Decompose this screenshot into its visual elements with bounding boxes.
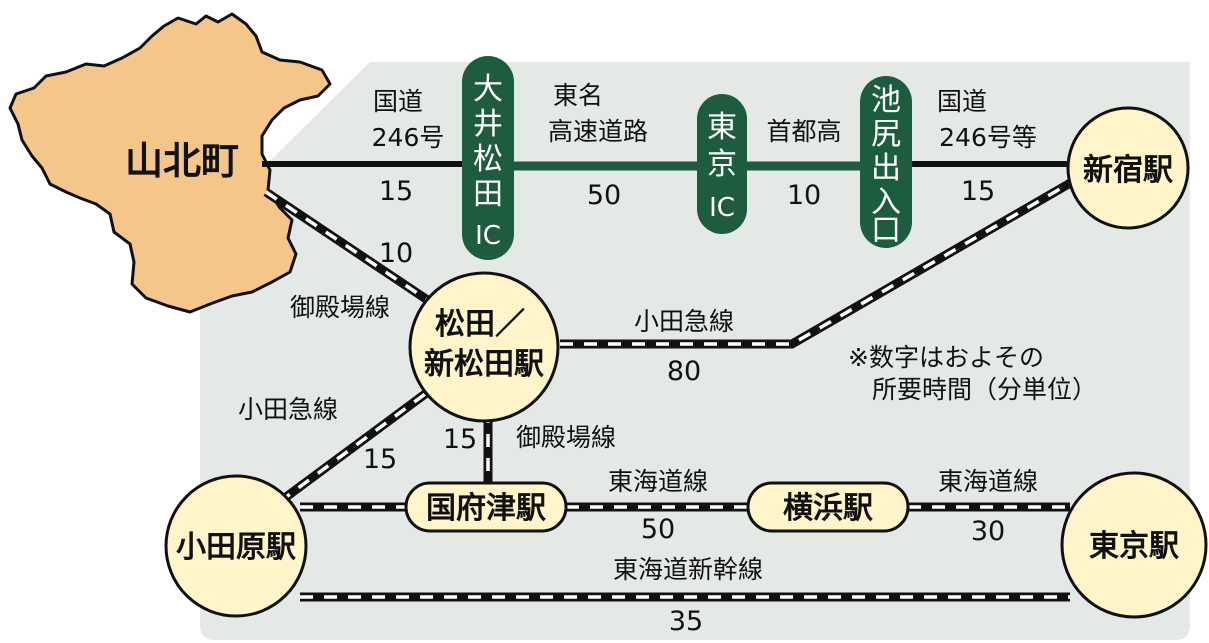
town-map-shape: [8, 12, 332, 314]
ic-ikejiri-pill: [860, 76, 912, 248]
time-tomei: 50: [587, 180, 621, 211]
station-tokyo-circle: [1060, 471, 1208, 619]
svg-text:池: 池: [871, 83, 901, 118]
time-gotemba-kozu: 15: [443, 424, 477, 455]
svg-text:出: 出: [871, 151, 901, 186]
label-gotemba-lower: 御殿場線: [516, 423, 616, 452]
station-kozu-pill: [404, 481, 568, 533]
ic-oi-matsuda-label: 大 井 松 田 IC: [473, 72, 503, 251]
label-route246-west-line2: 246号: [372, 123, 445, 152]
label-odakyu-lower: 小田急線: [238, 395, 338, 424]
station-kozu-name: 国府津駅: [426, 491, 546, 526]
svg-text:松: 松: [473, 142, 503, 177]
town-name: 山北町: [125, 139, 239, 183]
station-matsuda-name-line2: 新松田駅: [424, 347, 544, 382]
time-ikejiri-shinjuku: 15: [961, 176, 995, 207]
label-route246-east-line2: 246号等: [939, 123, 1037, 152]
station-odawara-circle: [164, 474, 308, 618]
label-tomei-line1: 東名: [553, 81, 603, 110]
label-tokaido-2: 東海道線: [938, 467, 1038, 496]
svg-text:IC: IC: [475, 221, 501, 251]
time-shinkansen: 35: [669, 606, 703, 637]
label-gotemba-upper: 御殿場線: [290, 293, 390, 322]
label-route246-west-line1: 国道: [373, 87, 423, 116]
note-line2: 所要時間（分単位）: [872, 375, 1097, 404]
time-yamakita-matsuda: 10: [379, 238, 413, 269]
label-odakyu-upper: 小田急線: [634, 307, 734, 336]
rail-odakyu-shinjuku: [560, 178, 1075, 349]
ic-ikejiri-label: 池 尻 出 入 口: [871, 83, 901, 248]
time-shuto: 10: [787, 180, 821, 211]
station-matsuda-circle: [408, 271, 560, 423]
svg-text:口: 口: [871, 213, 901, 248]
time-yokohama-tokyo: 30: [971, 516, 1005, 547]
station-shinjuku-name: 新宿駅: [1083, 153, 1173, 188]
rail-gotemba-upper: [263, 188, 435, 307]
ic-tokyo-pill: [697, 94, 747, 234]
time-yamakita-oi: 15: [379, 176, 413, 207]
time-odakyu-shinjuku: 80: [667, 356, 701, 387]
svg-text:京: 京: [707, 147, 737, 182]
label-tokaido-1: 東海道線: [608, 467, 708, 496]
station-matsuda-name-line1: 松田／: [435, 307, 525, 342]
station-odawara-name: 小田原駅: [176, 530, 296, 565]
station-yokohama-name: 横浜駅: [783, 491, 873, 526]
ic-oi-matsuda-pill: [462, 56, 514, 260]
station-yokohama-pill: [746, 481, 910, 533]
time-kozu-yokohama: 50: [641, 514, 675, 545]
svg-text:尻: 尻: [871, 117, 901, 152]
ic-tokyo-label: 東 京 IC: [707, 110, 737, 223]
svg-text:田: 田: [473, 177, 503, 212]
svg-text:井: 井: [473, 107, 503, 142]
label-shuto: 首都高: [766, 117, 841, 146]
rail-odakyu-odawara: [279, 376, 447, 504]
note-line1: ※数字はおよその: [848, 343, 1044, 372]
svg-text:入: 入: [871, 185, 901, 220]
svg-text:IC: IC: [709, 193, 735, 223]
label-shinkansen: 東海道新幹線: [613, 555, 763, 584]
station-shinjuku-circle: [1066, 106, 1190, 230]
station-tokyo-name: 東京駅: [1089, 529, 1179, 564]
svg-text:大: 大: [473, 72, 503, 107]
time-odakyu-odawara: 15: [363, 444, 397, 475]
svg-text:東: 東: [707, 110, 737, 145]
label-route246-east-line1: 国道: [937, 87, 987, 116]
label-tomei-line2: 高速道路: [548, 117, 648, 146]
